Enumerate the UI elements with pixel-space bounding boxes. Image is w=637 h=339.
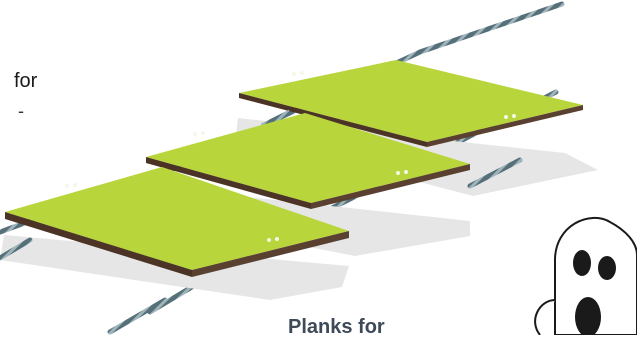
ghost-eye-left [573,250,591,276]
left-text-fragment: - [18,101,24,121]
screw-pair [292,71,516,119]
plank-top [239,60,583,147]
left-text: for [14,70,38,92]
plank-bottom [5,167,349,277]
ghost-eye-right [598,256,616,280]
caption-text: Planks for [288,316,385,338]
screw-pair [193,131,408,175]
screw-pair [65,183,279,242]
plank-middle [146,113,470,209]
ghost-mouth [575,297,601,335]
cables-front [0,157,523,335]
ghost-icon [534,216,637,335]
